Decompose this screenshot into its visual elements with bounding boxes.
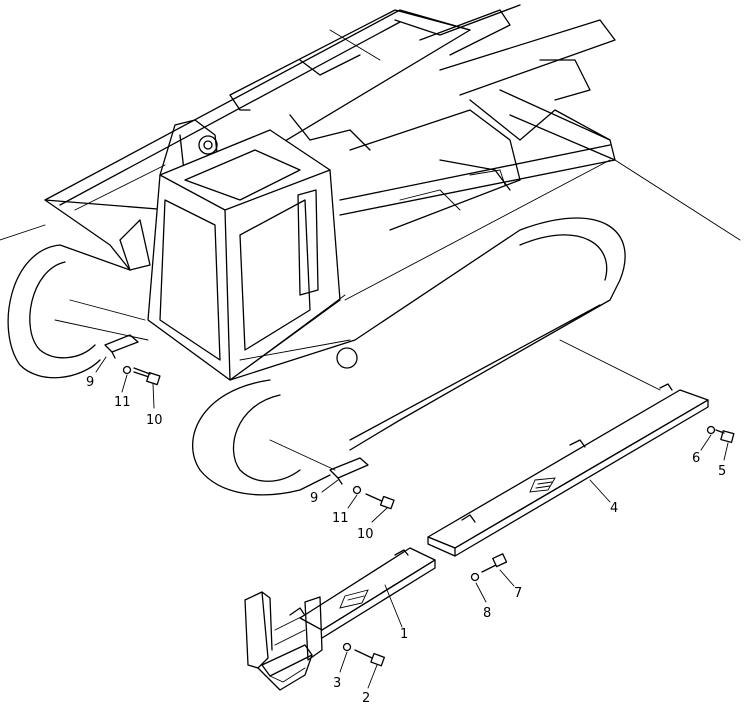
callout-5: 5	[718, 464, 726, 479]
step-plate-1	[244, 547, 436, 691]
callout-labels: 1 2 3 4 5 6 7 8 9 9 10 10 11 11	[86, 375, 726, 704]
left-track	[0, 224, 149, 379]
callout-6: 6	[692, 451, 700, 466]
callout-10-lower: 10	[357, 527, 374, 542]
callout-8: 8	[483, 606, 491, 621]
callout-10-upper: 10	[146, 413, 163, 428]
callout-1: 1	[400, 627, 408, 642]
callout-11-upper: 11	[114, 395, 131, 410]
callout-9-upper: 9	[86, 375, 94, 390]
callout-4: 4	[610, 501, 618, 516]
callout-2: 2	[362, 691, 370, 704]
boom-arm	[119, 119, 221, 271]
step-plate-4	[427, 383, 735, 582]
upper-frame	[44, 4, 741, 271]
middle-bracket-hardware	[329, 457, 395, 510]
leader-lines	[95, 356, 729, 689]
callout-3: 3	[333, 676, 341, 691]
callout-11-lower: 11	[332, 511, 349, 526]
right-track	[192, 159, 661, 496]
left-bracket-hardware	[104, 334, 161, 386]
callout-7: 7	[514, 586, 522, 601]
callout-9-lower: 9	[310, 491, 318, 506]
operator-cab	[147, 129, 346, 381]
